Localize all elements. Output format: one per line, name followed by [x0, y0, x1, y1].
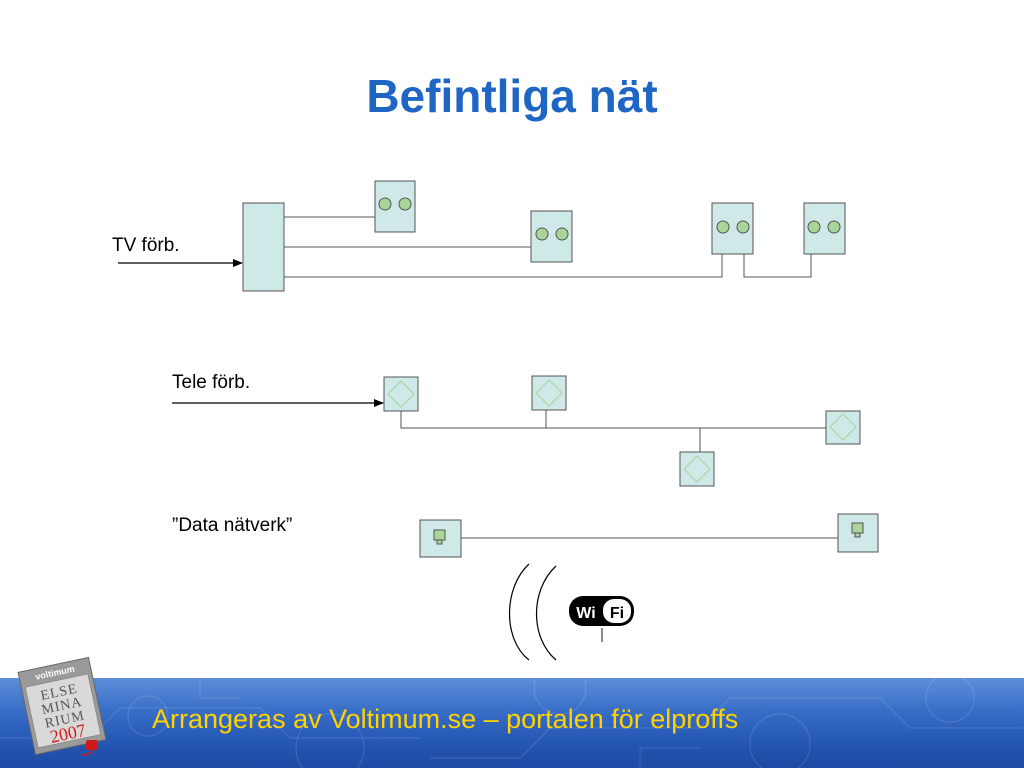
footer-text: Arrangeras av Voltimum.se – portalen för… [152, 704, 739, 734]
tv-outlet [374, 180, 416, 233]
tele-outlet [679, 451, 715, 487]
network-diagram: Wi Fi [118, 180, 879, 661]
tv-line-3 [284, 254, 723, 278]
network-port-icon [433, 529, 446, 541]
wifi-wi-text: Wi [576, 605, 595, 622]
elseminarium-logo: voltimum ELSE MINA RIUM 2007 [17, 656, 107, 756]
tv-line-4 [743, 254, 812, 278]
plug-icon [81, 740, 98, 756]
tele-bus-line [400, 411, 826, 429]
data-network [419, 513, 879, 558]
wifi-symbol: Wi Fi [509, 563, 634, 661]
wifi-fi-text: Fi [610, 605, 624, 622]
tv-network [118, 180, 846, 292]
tele-network [172, 375, 861, 487]
data-outlet [419, 519, 462, 558]
tele-jack-icon [387, 380, 415, 408]
wifi-logo-icon: Wi Fi [569, 596, 634, 642]
data-network-label: ”Data nätverk” [172, 515, 293, 536]
tv-socket-icon [398, 197, 412, 211]
tv-outlet [803, 202, 846, 255]
tv-outlet [711, 202, 754, 255]
tele-jack-icon [535, 379, 563, 407]
tele-jack-icon [829, 413, 857, 441]
tv-distributor-box [242, 202, 285, 292]
tele-jack-icon [683, 455, 711, 483]
tele-outlet [531, 375, 567, 411]
tv-outlet [530, 210, 573, 263]
tele-connection-label: Tele förb. [172, 372, 251, 393]
tv-socket-icon [378, 197, 392, 211]
wifi-wave-icon [536, 565, 557, 661]
tele-outlet [825, 410, 861, 445]
footer-banner: Arrangeras av Voltimum.se – portalen för… [0, 678, 1024, 768]
network-port-icon [851, 522, 864, 534]
tv-connection-label: TV förb. [112, 235, 180, 256]
data-outlet [837, 513, 879, 553]
tele-outlet [383, 376, 419, 412]
tv-socket-icon [736, 220, 750, 234]
tv-socket-icon [535, 227, 549, 241]
tv-socket-icon [716, 220, 730, 234]
tv-socket-icon [807, 220, 821, 234]
tv-socket-icon [555, 227, 569, 241]
slide-title: Befintliga nät [366, 70, 658, 122]
wifi-wave-icon [509, 563, 530, 661]
tv-socket-icon [827, 220, 841, 234]
